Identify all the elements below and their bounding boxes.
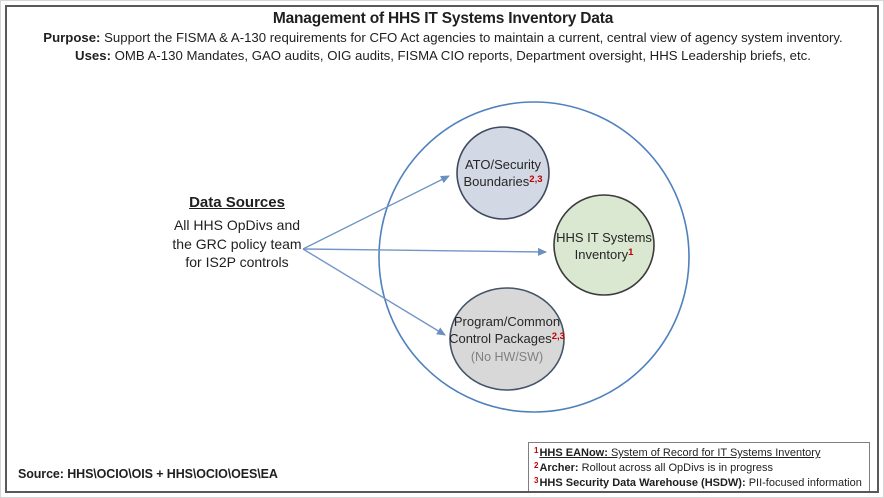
footnote-row: 1HHS EANow: System of Record for IT Syst… — [534, 446, 864, 461]
ato-security-circle — [456, 126, 550, 220]
system-boundary-circle — [378, 101, 690, 413]
data-sources-heading: Data Sources — [189, 194, 285, 211]
data-sources-line: the GRC policy team — [172, 235, 302, 252]
footnote-row: 2Archer: Rollout across all OpDivs is in… — [534, 461, 864, 476]
footnote-sup: 1 — [534, 446, 539, 455]
ato-security-label: ATO/Security Boundaries2,3 — [433, 156, 573, 192]
ato-line2: Boundaries — [463, 174, 530, 189]
page-title: Management of HHS IT Systems Inventory D… — [272, 10, 614, 27]
arrow-to-program — [302, 248, 446, 336]
purpose-label: Purpose: — [43, 30, 101, 45]
uses-line: Uses: OMB A-130 Mandates, GAO audits, OI… — [1, 47, 883, 65]
footnote-sup: 2 — [534, 461, 539, 470]
purpose-line: Purpose: Support the FISMA & A-130 requi… — [1, 29, 883, 47]
program-control-circle — [449, 287, 565, 391]
ato-superscript: 2,3 — [529, 174, 543, 185]
footnote-text: PII-focused information — [745, 477, 862, 489]
purpose-text: Support the FISMA & A-130 requirements f… — [100, 30, 843, 45]
program-line2: Control Packages — [449, 331, 552, 346]
footnote-label: HHS EANow: — [539, 447, 608, 459]
program-note: (No HW/SW) — [470, 350, 544, 364]
arrow-to-inventory — [302, 247, 547, 256]
header: Management of HHS IT Systems Inventory D… — [1, 9, 883, 65]
hhs-line2: Inventory — [574, 247, 629, 262]
arrow-to-ato — [302, 175, 450, 250]
program-control-label: Program/Common Control Packages2,3 (No H… — [427, 313, 587, 366]
ato-line1: ATO/Security — [464, 157, 542, 172]
footnote-row: 3HHS Security Data Warehouse (HSDW): PII… — [534, 476, 864, 491]
source-text: Source: HHS\OCIO\OIS + HHS\OCIO\OES\EA — [18, 467, 278, 481]
footnote-sup: 3 — [534, 476, 539, 485]
hhs-superscript: 1 — [628, 247, 634, 258]
hhs-inventory-circle — [553, 194, 655, 296]
footnote-text: System of Record for IT Systems Inventor… — [607, 447, 821, 459]
data-sources-block: Data Sources All HHS OpDivs and the GRC … — [141, 193, 333, 272]
footnotes-box: 1HHS EANow: System of Record for IT Syst… — [528, 442, 870, 492]
hhs-inventory-label: HHS IT Systems Inventory1 — [534, 229, 674, 265]
hhs-line1: HHS IT Systems — [556, 230, 652, 245]
footnote-label: Archer: — [539, 462, 579, 474]
footnote-text: Rollout across all OpDivs is in progress — [578, 462, 773, 474]
program-superscript: 2,3 — [551, 331, 565, 342]
footnote-label: HHS Security Data Warehouse (HSDW): — [539, 477, 746, 489]
data-sources-line: All HHS OpDivs and — [173, 217, 301, 233]
data-sources-line: for IS2P controls — [185, 254, 289, 270]
program-line1: Program/Common — [453, 314, 561, 329]
uses-text: OMB A-130 Mandates, GAO audits, OIG audi… — [110, 47, 811, 63]
uses-label: Uses: — [75, 47, 111, 63]
